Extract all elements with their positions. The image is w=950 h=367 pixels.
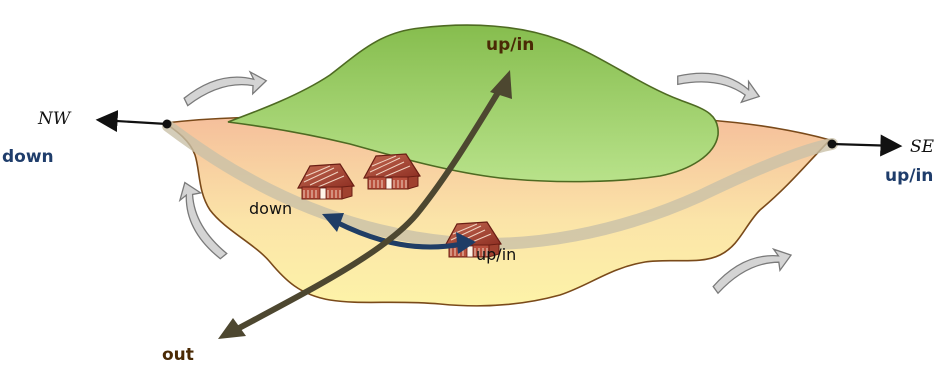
nw-axis-line <box>95 110 168 133</box>
out-in-axis-arrow <box>225 83 505 337</box>
village-down-label: down <box>249 199 292 218</box>
nw-label: NW <box>37 109 72 129</box>
out-label: out <box>162 345 194 365</box>
rotation-arrow-icon <box>180 68 270 109</box>
village-axis-arrow <box>333 219 465 250</box>
se-up-in-label: up/in <box>885 166 933 186</box>
top-up-in-label: up/in <box>486 35 534 55</box>
village-up-in-label: up/in <box>476 245 516 264</box>
rotation-arrow-icon <box>674 63 763 107</box>
nw-down-label: down <box>2 147 54 167</box>
se-label: SE <box>910 137 935 157</box>
se-axis-line <box>831 134 903 157</box>
